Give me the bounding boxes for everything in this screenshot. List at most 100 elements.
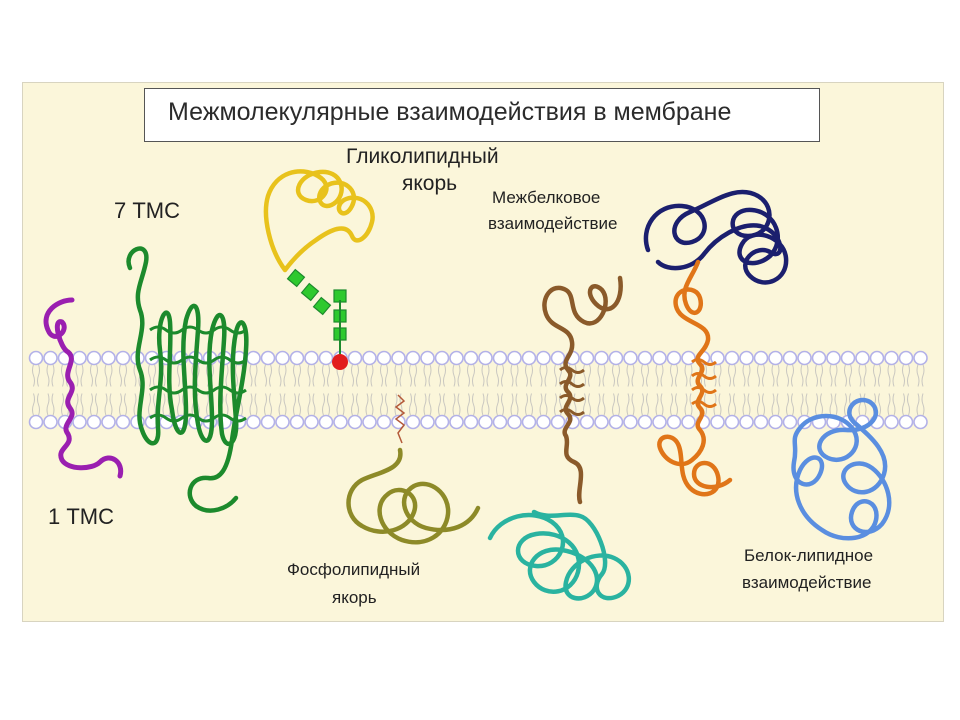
glycan-sugar-units [286,268,347,341]
lipid-tail [80,393,84,416]
lipid-tail [791,364,794,387]
lipid-tail [414,364,417,387]
lipid-tail [177,393,180,416]
lipid-tail [104,393,108,416]
lipid-tail [641,364,644,387]
lipid-tail [805,393,809,416]
lipid-tail [351,393,354,416]
lipid-head [884,350,899,366]
lipid-tail [298,393,301,416]
lipid-tail [858,364,862,387]
lipid-tail [32,364,35,387]
lipid-tail [921,393,925,416]
lipid-tail [718,393,722,416]
lipid-head [86,414,102,430]
lipid-tail [322,393,325,416]
lipid-tail [264,364,267,387]
lipid-tail [124,364,127,387]
label-protein-interaction-line1: Межбелковое [492,188,601,207]
lipid-head [855,350,870,366]
lipid-tail [834,364,838,387]
lipid-tail [655,364,659,387]
lipid-tail [293,393,296,416]
lipid-tail [834,393,838,416]
lipid-tail [573,393,577,416]
blue-protein [791,397,892,541]
lipid-tail [844,393,847,416]
lipid-tail [612,393,615,416]
lipid-tail [443,393,446,416]
lipid-head [72,350,87,366]
lipid-head [86,350,102,366]
lipid-head [507,350,522,366]
lipid-tail [597,393,601,416]
lipid-head [304,350,319,366]
lipid-head [710,414,725,430]
phospholipid-anchored-protein [346,447,481,545]
lipid-head [275,414,290,430]
lipid-tail [602,393,606,416]
glycolipid-protein-chain [263,169,375,273]
lipid-tail [148,364,151,387]
lipid-head [550,350,566,366]
lipid-head [275,350,290,366]
lipid-head [782,350,798,366]
lipid-tail [90,364,93,387]
lipid-tail [670,393,673,416]
lipid-tail [602,364,606,387]
lipid-tail [496,393,499,416]
lipid-tail [443,364,446,387]
tms1-protein [43,297,124,479]
lipid-tail [235,364,238,387]
lipid-tail [472,364,475,387]
lipid-tail [153,393,156,416]
lipid-tail [776,393,780,416]
phospholipid-anchor-tail [394,394,406,444]
lipid-tail [684,393,688,416]
lipid-tail [742,364,746,387]
lipid-tail [438,393,441,416]
lipid-head [797,350,812,366]
lipid-head [478,414,493,430]
orange-transmembrane-protein [657,259,733,497]
lipid-tail [858,393,862,416]
glycolipid-anchor-head [332,354,348,370]
lipid-tail [278,393,282,416]
lipid-tail [196,364,200,387]
lipid-tail [109,364,113,387]
lipid-head [376,350,392,366]
lipid-tail [457,364,461,387]
lipid-tail [747,393,751,416]
lipid-tail [829,393,833,416]
lipid-tail [815,393,818,416]
lipid-tail [646,393,649,416]
lipid-tail [225,393,229,416]
lipid-tail [887,393,891,416]
lipid-tail [786,393,789,416]
lipid-tail [467,364,470,387]
lipid-tail [675,364,678,387]
lipid-tail [573,364,577,387]
lipid-tail [675,393,678,416]
lipid-tail [254,364,258,387]
lipid-tail [75,393,79,416]
lipid-head [550,414,566,430]
lipid-tail [162,364,166,387]
lipid-tail [588,364,591,387]
lipid-tail [75,364,79,387]
lipid-head [434,414,450,430]
lipid-tail [815,364,818,387]
label-protein-interaction-line2: взаимодействие [488,214,618,233]
lipid-head [666,350,682,366]
lipid-head [768,350,783,366]
lipid-head [782,414,798,430]
lipid-tail [786,364,789,387]
lipid-head [681,414,696,430]
lipid-tail [689,364,693,387]
lipid-tail [597,364,601,387]
lipid-tail [312,364,316,387]
lipid-head [347,350,363,366]
lipid-tail [481,364,485,387]
lipid-tail [844,364,847,387]
lipid-tail [762,393,765,416]
